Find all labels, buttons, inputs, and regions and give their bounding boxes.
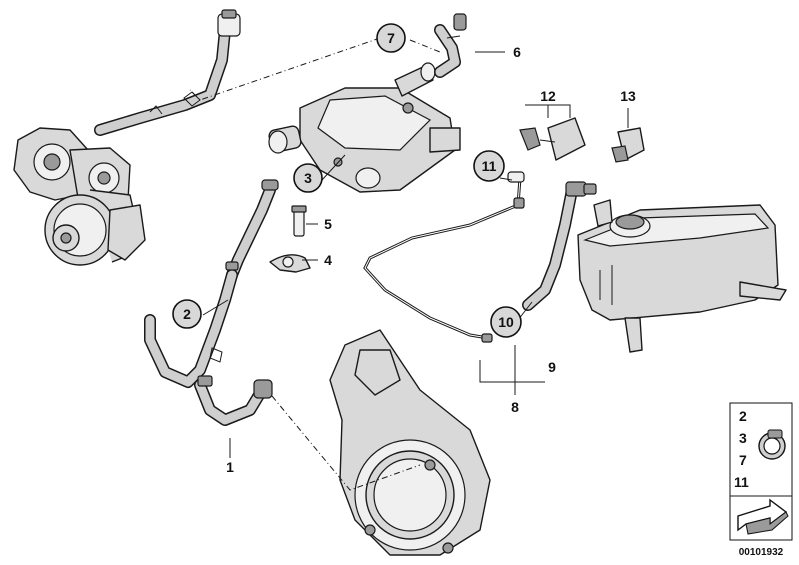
- svg-text:11: 11: [482, 158, 497, 174]
- legend-item: 7: [739, 452, 747, 468]
- svg-text:10: 10: [498, 314, 514, 330]
- hose-1-2: [144, 261, 273, 426]
- thermostat-housing: [268, 62, 461, 193]
- callout-13: 13: [620, 88, 636, 104]
- svg-text:7: 7: [387, 30, 395, 46]
- callout-5: 5: [324, 216, 332, 232]
- callout-9: 9: [548, 359, 556, 375]
- reference-arrow-icon: [737, 498, 789, 535]
- callout-6: 6: [513, 44, 521, 60]
- expansion-tank: [577, 199, 787, 353]
- water-pump: [13, 127, 146, 266]
- leader-lines: [189, 37, 629, 491]
- callout-4: 4: [324, 252, 332, 268]
- legend-item: 11: [734, 474, 749, 490]
- bracket-4: [269, 254, 311, 273]
- svg-text:2: 2: [183, 306, 191, 322]
- legend-item: 3: [739, 430, 747, 446]
- callout-11: 11: [473, 150, 505, 182]
- callout-3: 3: [293, 163, 323, 193]
- clip-12: [519, 117, 586, 161]
- document-number: 00101932: [739, 547, 784, 558]
- legend-box: 2 3 7 11: [729, 402, 793, 541]
- hose-clamp-icon: [758, 429, 786, 460]
- clip-13: [611, 127, 645, 163]
- callout-1: 1: [226, 459, 234, 475]
- small-hose-and-clamp: [434, 13, 467, 78]
- callout-12: 12: [540, 88, 556, 104]
- hose-10: [522, 181, 597, 311]
- callout-10: 10: [490, 306, 522, 338]
- legend-item: 2: [739, 408, 747, 424]
- callout-7: 7: [376, 23, 406, 53]
- upper-coolant-pipe: [94, 9, 241, 136]
- svg-text:3: 3: [304, 170, 312, 186]
- bolt-5: [291, 205, 307, 237]
- callout-8: 8: [511, 399, 519, 415]
- callout-2: 2: [172, 299, 202, 329]
- transmission-housing: [329, 329, 491, 556]
